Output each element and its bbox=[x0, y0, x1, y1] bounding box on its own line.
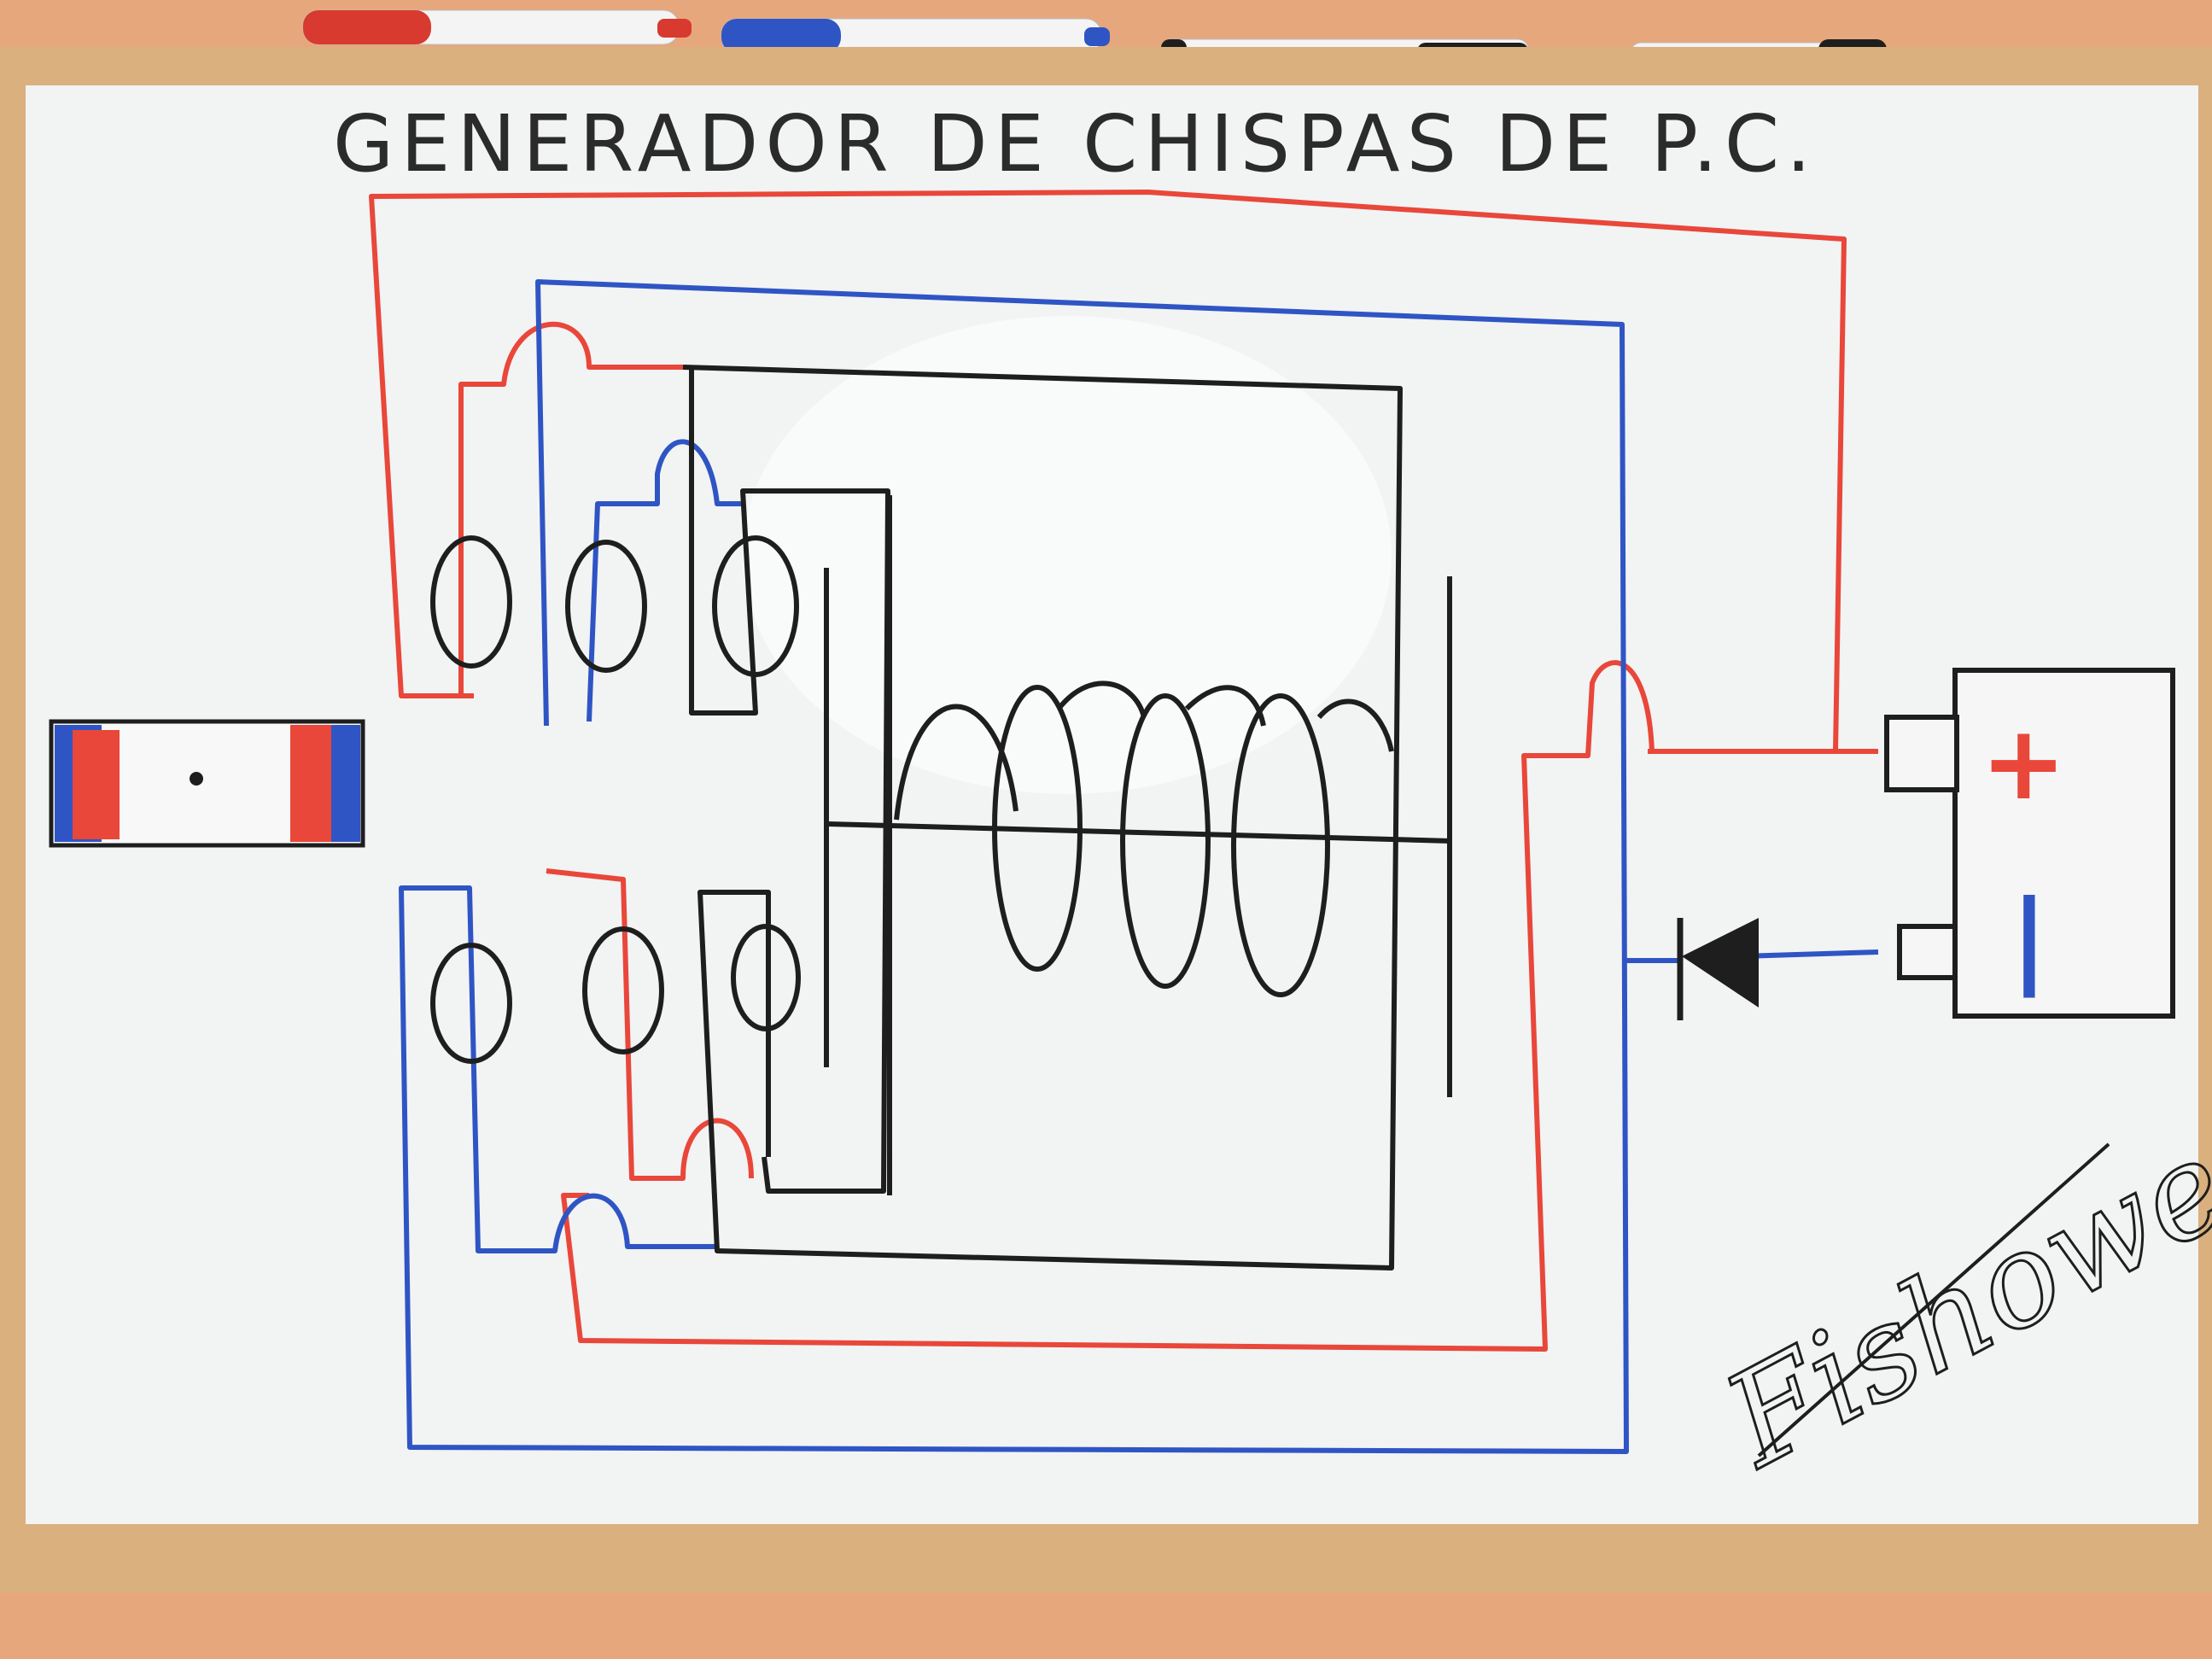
battery-negative-symbol: | bbox=[2011, 879, 2048, 998]
coil-assembly bbox=[682, 365, 1452, 1271]
diode bbox=[1677, 918, 1759, 1020]
bottom-contacts bbox=[430, 924, 801, 1064]
marker-blue[interactable] bbox=[721, 18, 1110, 54]
battery-positive-symbol: + bbox=[1981, 704, 2067, 823]
signature-underline bbox=[1757, 1142, 2110, 1457]
red-wire bbox=[369, 190, 1878, 1352]
top-contacts bbox=[430, 535, 799, 677]
blue-wire bbox=[399, 279, 1879, 1454]
marker-red[interactable] bbox=[302, 9, 692, 45]
glare bbox=[743, 316, 1392, 794]
magnet bbox=[49, 719, 365, 848]
diagram-title: GENERADOR DE CHISPAS DE P.C. bbox=[333, 98, 1818, 190]
battery: + | bbox=[1884, 668, 2175, 1019]
